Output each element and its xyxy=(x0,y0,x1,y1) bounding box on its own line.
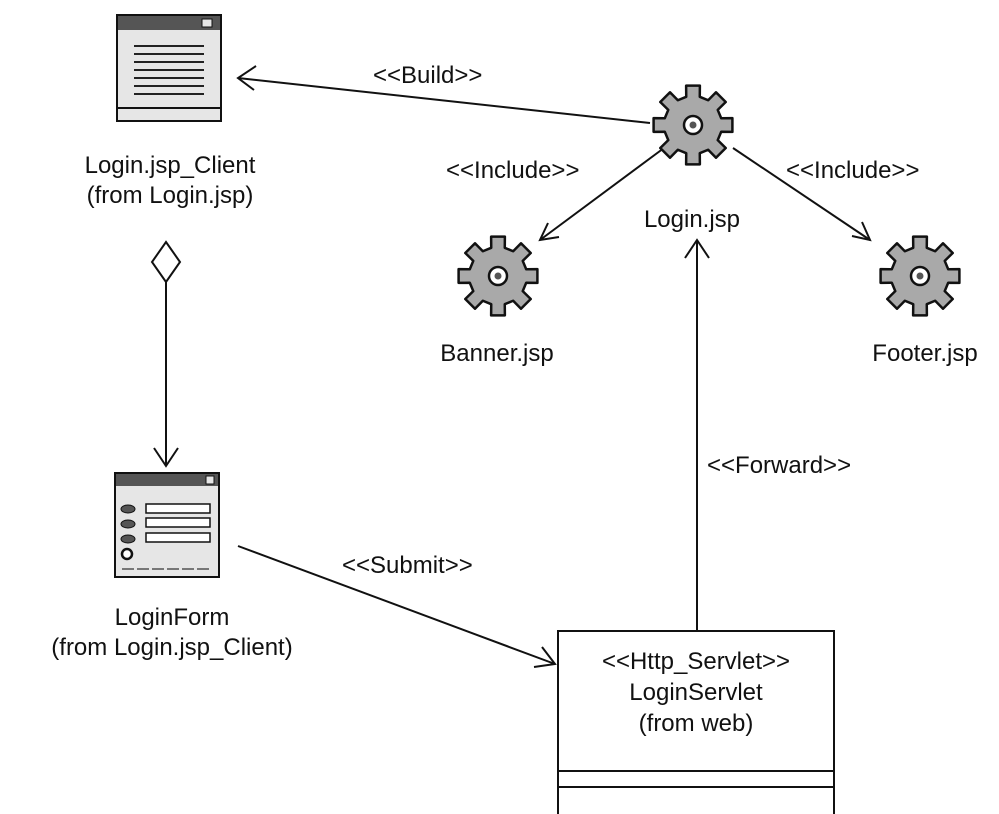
aggregation-connector xyxy=(150,240,182,468)
login-form-name: LoginForm xyxy=(114,604,230,631)
login-client-name: Login.jsp_Client xyxy=(84,152,256,179)
footer-jsp-name: Footer.jsp xyxy=(872,340,978,367)
servlet-from: (from web) xyxy=(638,710,754,737)
banner-jsp-name: Banner.jsp xyxy=(440,340,554,367)
include-right-arrow xyxy=(732,147,872,242)
forward-label: <<Forward>> xyxy=(707,452,852,479)
build-arrow xyxy=(236,65,651,124)
login-jsp-name: Login.jsp xyxy=(643,206,741,233)
submit-arrow xyxy=(237,545,557,668)
aggregation-diamond xyxy=(150,240,182,284)
submit-label: <<Submit>> xyxy=(342,552,473,579)
gear-icon xyxy=(652,84,734,166)
gear-icon xyxy=(457,235,539,317)
operations-compartment-divider xyxy=(559,786,833,788)
include-left-arrow xyxy=(538,147,665,242)
login-servlet-class: <<Http_Servlet>> LoginServlet (from web) xyxy=(557,630,835,814)
login-client-from: (from Login.jsp) xyxy=(86,182,254,209)
gear-icon xyxy=(879,235,961,317)
attributes-compartment-divider xyxy=(559,770,833,772)
servlet-name: LoginServlet xyxy=(629,679,763,706)
form-window-icon xyxy=(114,472,220,578)
web-page-icon xyxy=(116,14,222,122)
include-left-label: <<Include>> xyxy=(446,157,580,184)
include-right-label: <<Include>> xyxy=(786,157,920,184)
servlet-stereotype: <<Http_Servlet>> xyxy=(601,648,791,675)
forward-arrow xyxy=(684,238,710,630)
login-form-from: (from Login.jsp_Client) xyxy=(51,634,293,661)
build-label: <<Build>> xyxy=(373,62,483,89)
